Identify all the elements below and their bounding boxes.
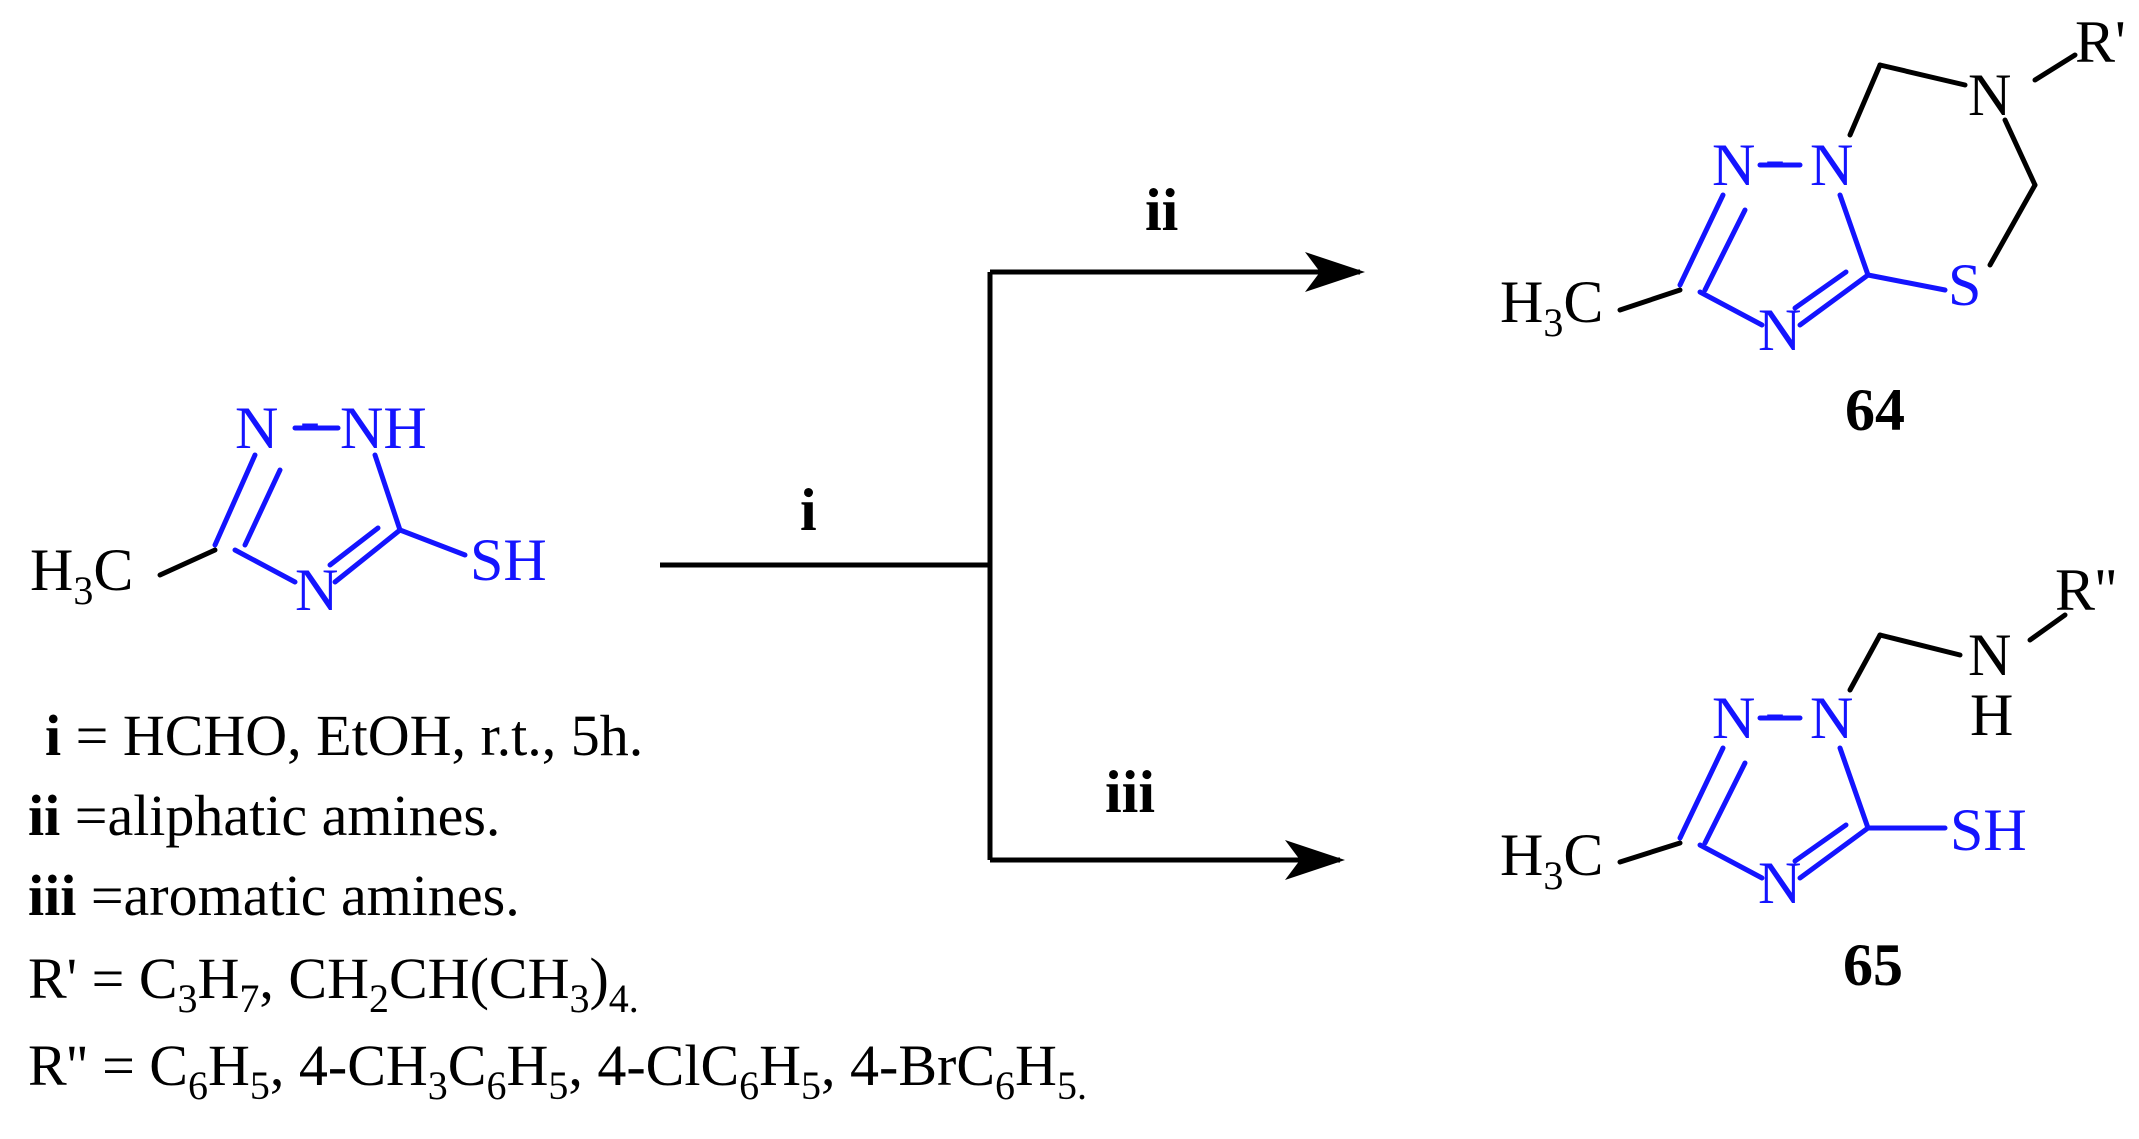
reactant-molecule: N - NH N SH H3C [30, 387, 547, 623]
bond-64-s-ch2 [1987, 182, 2038, 268]
bond-65-n4-c [1697, 842, 1765, 881]
atom-nh: NH [340, 395, 427, 461]
product-64-molecule: N - N N S N R' H3C 64 [1500, 9, 2126, 443]
bond-n4-c5 [232, 547, 298, 585]
methyl-group: H3C [30, 537, 133, 613]
conditions-legend: i = HCHO, EtOH, r.t., 5h. ii =aliphatic … [28, 703, 1087, 1108]
legend-line-r-double-prime: R'' = C6H5, 4-CH3C6H5, 4-ClC6H5, 4-BrC6H… [28, 1033, 1087, 1108]
product-65-molecule: N - N N SH N H R'' H3C 65 [1500, 557, 2117, 998]
atom-64-n-a: N [1712, 132, 1755, 198]
bond-c5-n1-double [242, 467, 283, 548]
bond-65-c-n-double [1702, 760, 1748, 846]
label-step-ii: ii [1145, 177, 1178, 243]
atom-65-hyphen: - [1765, 678, 1785, 744]
atom-65-n-c: N [1758, 850, 1801, 916]
bond-c3-n4-double [327, 525, 381, 568]
bond-65-c-n4-double [1792, 822, 1849, 864]
bond-65-c-n4 [1797, 825, 1871, 881]
atom-65-n-a: N [1712, 685, 1755, 751]
atom-65-amine-h: H [1970, 682, 2013, 748]
substituent-65-sh: SH [1950, 797, 2027, 863]
label-step-i: i [800, 477, 817, 543]
substituent-sh: SH [470, 527, 547, 593]
bond-64-ch2-n1 [1847, 62, 1883, 138]
bond-65-c-n [1677, 745, 1726, 841]
bond-c5-n1 [212, 452, 258, 548]
atom-n4: N [295, 557, 338, 623]
bond-64-n-c [1837, 192, 1871, 278]
bond-64-c-n4 [1797, 272, 1871, 328]
bond-n2-c3 [372, 452, 403, 533]
bond-64-c-n-double [1702, 207, 1748, 293]
bond-64-c-n [1677, 192, 1726, 288]
bond-64-c-s [1865, 272, 1948, 293]
bond-65-ch2-nh [1877, 632, 1963, 658]
legend-line-ii: ii =aliphatic amines. [28, 783, 500, 848]
legend-line-r-prime: R' = C3H7, CH2CH(CH3)4. [28, 946, 639, 1021]
atom-64-s: S [1948, 252, 1981, 318]
bond-64-n4-c [1697, 289, 1765, 328]
atom-64-n-ring: N [1968, 62, 2011, 128]
bond-65-methyl [1617, 840, 1683, 865]
label-65: 65 [1843, 932, 1903, 998]
atom-64-n-b: N [1810, 132, 1853, 198]
reaction-arrows: i ii iii [660, 177, 1365, 880]
bond-65-nh-r [2027, 612, 2068, 643]
label-step-iii: iii [1105, 759, 1155, 825]
bond-c3-s [397, 527, 468, 558]
bond-64-ch2-n [2002, 117, 2038, 188]
bond-64-n-r [2032, 52, 2078, 83]
bond-65-n1-ch2 [1847, 632, 1883, 693]
legend-line-iii: iii =aromatic amines. [28, 863, 520, 928]
atom-n1: N [235, 395, 278, 461]
atom-64-hyphen: - [1765, 125, 1785, 191]
substituent-64-r-prime: R' [2075, 9, 2126, 75]
bond-64-n-ch2 [1877, 62, 1968, 88]
substituent-65-r-double-prime: R'' [2055, 557, 2117, 623]
label-64: 64 [1845, 377, 1905, 443]
legend-line-i: i = HCHO, EtOH, r.t., 5h. [45, 703, 643, 768]
bond-c5-methyl [157, 547, 218, 578]
bond-64-methyl [1617, 287, 1683, 313]
methyl-65: H3C [1500, 822, 1603, 898]
methyl-64: H3C [1500, 269, 1603, 345]
atom-65-amine-n: N [1968, 622, 2011, 688]
bond-64-c-n4-double [1792, 269, 1849, 311]
bond-65-n-c [1837, 745, 1871, 831]
bond-c3-n4 [332, 527, 403, 585]
atom-hyphen: - [300, 387, 320, 453]
atom-65-n-b: N [1810, 685, 1853, 751]
atom-64-n-c: N [1758, 297, 1801, 363]
